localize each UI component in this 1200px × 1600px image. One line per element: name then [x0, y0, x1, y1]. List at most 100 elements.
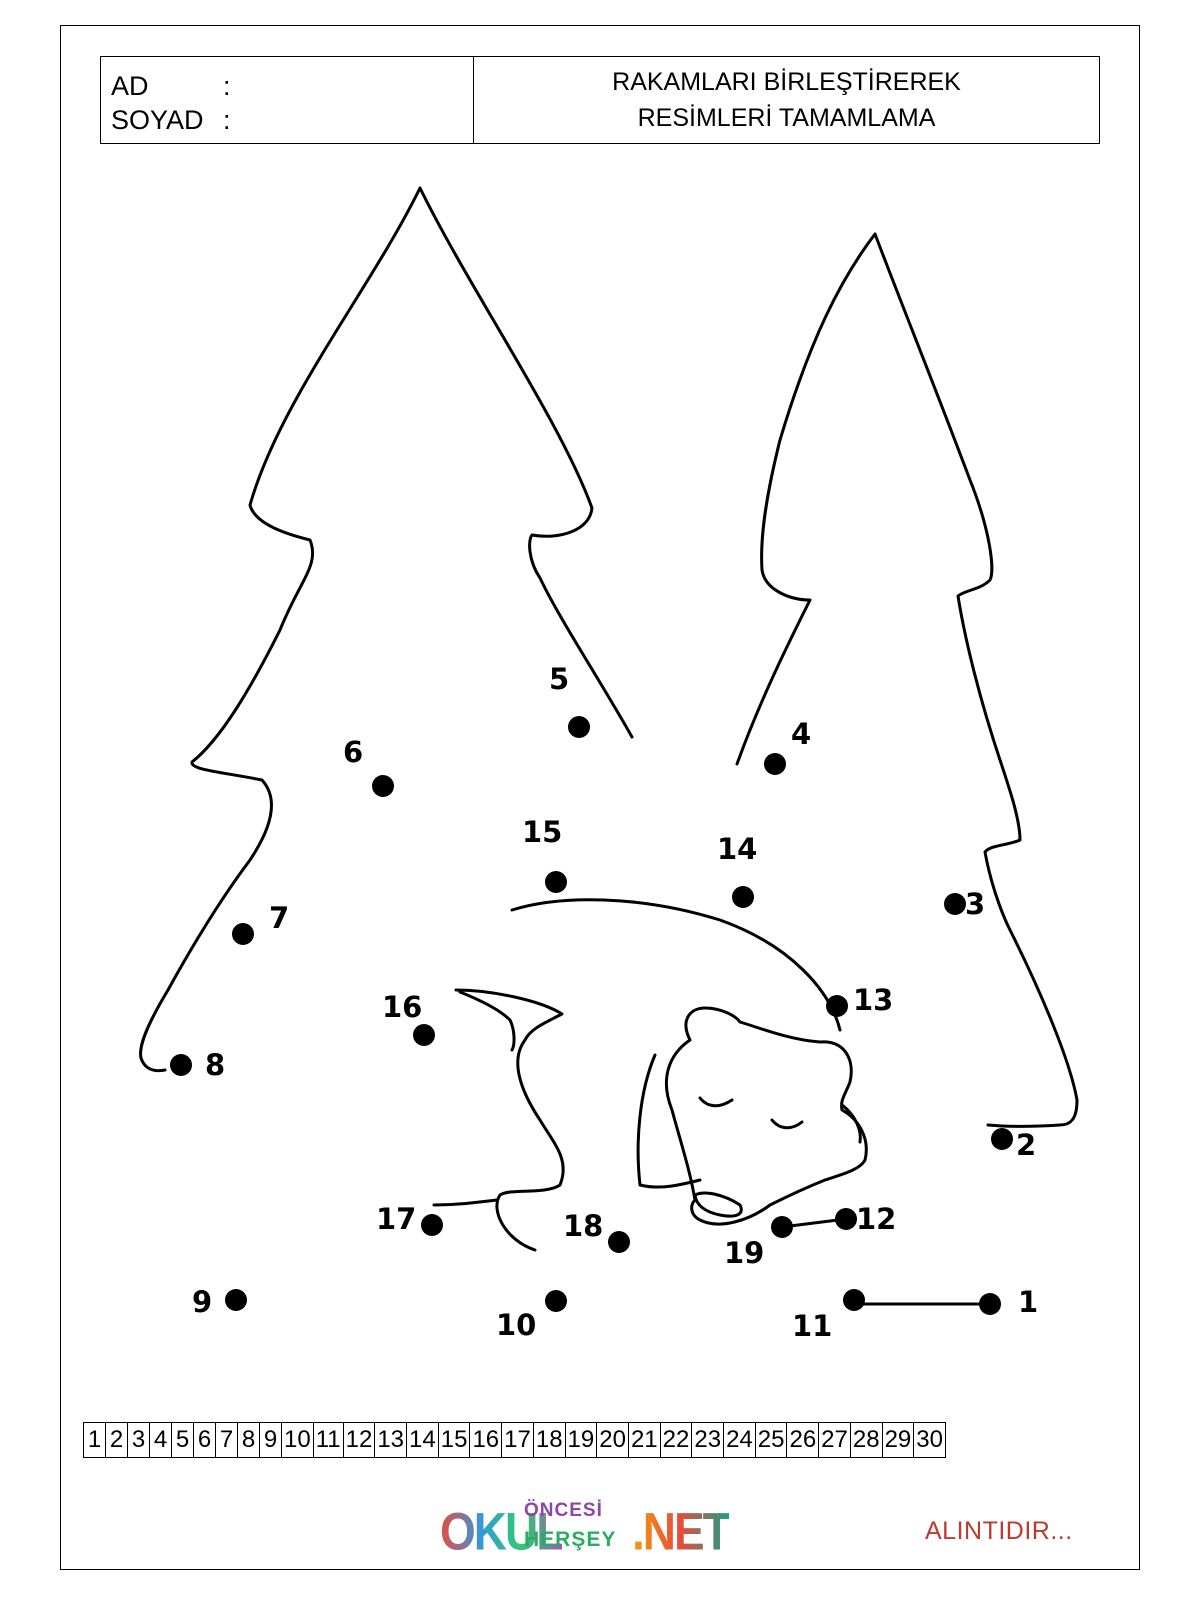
dot-3[interactable]: [944, 893, 966, 915]
number-cell-12: 12: [343, 1422, 376, 1458]
dot-4[interactable]: [764, 753, 786, 775]
number-cell-16: 16: [470, 1422, 503, 1458]
dot-15[interactable]: [545, 871, 567, 893]
name-colon: :: [223, 71, 231, 101]
dot-10[interactable]: [545, 1290, 567, 1312]
number-cell-5: 5: [172, 1422, 194, 1458]
number-cell-21: 21: [628, 1422, 661, 1458]
number-cell-20: 20: [597, 1422, 629, 1458]
number-cell-3: 3: [128, 1422, 150, 1458]
bear-shoulder: [840, 1103, 862, 1144]
dot-1[interactable]: [979, 1293, 1001, 1315]
dot-label-18: 18: [563, 1209, 603, 1243]
number-cell-23: 23: [692, 1422, 725, 1458]
dot-18[interactable]: [608, 1231, 630, 1253]
dot-14[interactable]: [732, 886, 754, 908]
number-cell-30: 30: [914, 1422, 946, 1458]
bear-eye-left: [698, 1096, 734, 1108]
title-line-1: RAKAMLARI BİRLEŞTİREREK: [612, 68, 961, 96]
brand-okul: OKUL: [440, 1501, 564, 1561]
surname-field[interactable]: SOYAD :: [111, 103, 473, 137]
number-cell-11: 11: [313, 1422, 344, 1458]
brand-hersey: HERŞEY: [524, 1528, 617, 1551]
brand-oncesi: ÖNCESİ: [524, 1500, 603, 1521]
worksheet-header: AD : SOYAD : RAKAMLARI BİRLEŞTİREREK RES…: [100, 56, 1100, 144]
number-cell-8: 8: [238, 1422, 260, 1458]
dot-label-8: 8: [205, 1048, 225, 1082]
right-tree-outline: [735, 232, 1079, 1128]
number-cell-10: 10: [282, 1422, 314, 1458]
bear-ear-left: [454, 988, 565, 1252]
dot-9[interactable]: [225, 1289, 247, 1311]
dot-label-3: 3: [965, 887, 985, 921]
bear-eye-right: [770, 1118, 804, 1130]
bear-arm: [636, 1053, 702, 1189]
credit-text: ALINTIDIR...: [925, 1517, 1073, 1545]
dot-label-19: 19: [724, 1236, 764, 1270]
number-cell-14: 14: [407, 1422, 439, 1458]
number-cell-25: 25: [755, 1422, 788, 1458]
number-cell-29: 29: [882, 1422, 915, 1458]
bear-snout: [693, 1191, 743, 1218]
dot-13[interactable]: [826, 995, 848, 1017]
dot-label-15: 15: [522, 815, 562, 849]
dot-label-14: 14: [717, 832, 757, 866]
dot-8[interactable]: [170, 1054, 192, 1076]
dot-12[interactable]: [835, 1208, 857, 1230]
number-cell-19: 19: [565, 1422, 598, 1458]
name-label: AD: [111, 71, 149, 101]
number-cell-1: 1: [84, 1422, 106, 1458]
name-field[interactable]: AD :: [111, 69, 473, 103]
dot-label-4: 4: [791, 717, 811, 751]
number-cell-2: 2: [106, 1422, 128, 1458]
dot-5[interactable]: [568, 716, 590, 738]
dot-label-16: 16: [382, 990, 422, 1024]
number-cell-4: 4: [150, 1422, 172, 1458]
student-info-box: AD : SOYAD :: [101, 57, 474, 143]
dot-label-13: 13: [853, 983, 893, 1017]
dot-label-1: 1: [1018, 1285, 1038, 1319]
dot-label-7: 7: [269, 901, 289, 935]
number-cell-18: 18: [533, 1422, 566, 1458]
brand-net: .NET: [632, 1501, 731, 1561]
dot-11[interactable]: [843, 1289, 865, 1311]
bear-paw-line: [432, 1198, 499, 1207]
brand-logo: OKUL ÖNCESİ HERŞEY .NET: [440, 1500, 731, 1561]
dot-label-2: 2: [1016, 1128, 1036, 1162]
number-cell-9: 9: [260, 1422, 282, 1458]
dot-17[interactable]: [421, 1214, 443, 1236]
dot-7[interactable]: [232, 923, 254, 945]
number-cell-24: 24: [724, 1422, 756, 1458]
dot-16[interactable]: [413, 1024, 435, 1046]
left-tree-outline: [139, 186, 634, 1073]
dot-label-5: 5: [549, 662, 569, 696]
surname-colon: :: [223, 105, 231, 135]
number-cell-28: 28: [850, 1422, 883, 1458]
number-cell-26: 26: [787, 1422, 820, 1458]
page-frame: [60, 25, 1140, 1570]
worksheet-title: RAKAMLARI BİRLEŞTİREREK RESİMLERİ TAMAML…: [474, 57, 1099, 143]
surname-label: SOYAD: [111, 105, 204, 135]
dot-label-17: 17: [376, 1202, 416, 1236]
dot-2[interactable]: [991, 1128, 1013, 1150]
dot-label-6: 6: [343, 735, 363, 769]
bear-ear-tip: [458, 990, 516, 1052]
number-cell-13: 13: [375, 1422, 408, 1458]
dot-label-9: 9: [192, 1285, 212, 1319]
dot-label-11: 11: [792, 1309, 832, 1343]
number-cell-15: 15: [438, 1422, 471, 1458]
number-cell-17: 17: [502, 1422, 534, 1458]
number-cell-6: 6: [194, 1422, 216, 1458]
dot-19[interactable]: [771, 1216, 793, 1238]
dot-6[interactable]: [372, 775, 394, 797]
dot-label-10: 10: [496, 1308, 536, 1342]
number-cell-7: 7: [216, 1422, 238, 1458]
number-cell-22: 22: [660, 1422, 693, 1458]
bear-head-outline: [664, 1006, 868, 1226]
bear-back-outline: [510, 898, 842, 1032]
number-cell-27: 27: [819, 1422, 851, 1458]
title-line-2: RESİMLERİ TAMAMLAMA: [637, 104, 936, 132]
dot-label-12: 12: [856, 1202, 896, 1236]
